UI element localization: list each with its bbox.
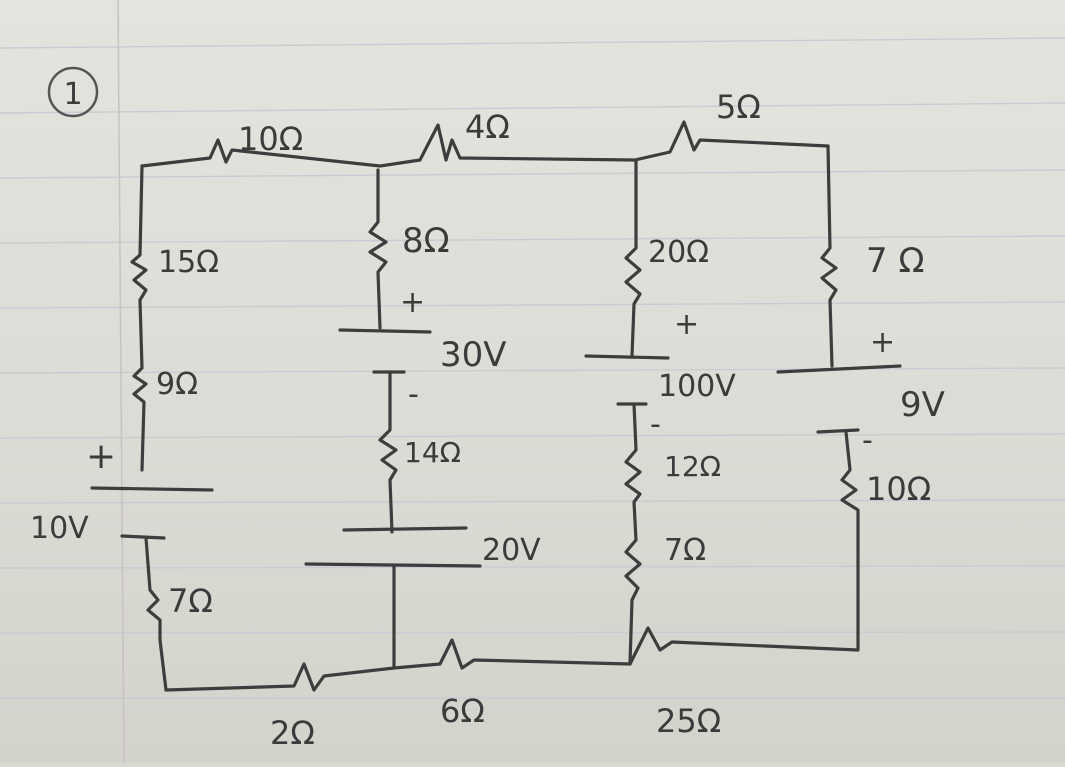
resistor-label-bottom-right: 25Ω xyxy=(656,702,721,740)
right-wire-top xyxy=(820,144,838,368)
right-wire-lower xyxy=(840,430,860,522)
resistor-label-bottom-mid: 6Ω xyxy=(440,692,485,730)
resistor-label-right-lower: 10Ω xyxy=(866,470,931,508)
resistor-label-branch2-upper: 8Ω xyxy=(402,221,450,261)
component-labels: 10Ω 4Ω 5Ω 15Ω 9Ω 7Ω 8Ω 14Ω 20Ω 12Ω 7Ω 7 … xyxy=(30,88,945,752)
left-wire-lower xyxy=(144,536,396,692)
branch2-battery2-long xyxy=(342,526,468,532)
problem-number: 1 xyxy=(63,77,82,112)
resistor-label-top-mid: 4Ω xyxy=(465,108,510,146)
branch3-battery-long xyxy=(584,354,670,360)
bottom-wire-right xyxy=(628,518,860,666)
minus-sign-right: - xyxy=(862,423,873,458)
resistor-label-branch3-lower: 7Ω xyxy=(664,533,706,568)
plus-sign-branch3: + xyxy=(674,307,699,342)
resistor-label-right-upper: 7 Ω xyxy=(866,241,924,281)
minus-sign-branch2: - xyxy=(408,377,419,412)
resistor-label-left-lower: 7Ω xyxy=(168,582,213,620)
minus-sign-branch3: - xyxy=(650,407,661,442)
branch3-wire-upper xyxy=(624,158,642,358)
branch2-wire-upper xyxy=(368,168,388,330)
plus-sign-branch2: + xyxy=(400,285,425,320)
resistor-label-top-left: 10Ω xyxy=(238,120,303,158)
left-battery-short xyxy=(120,534,166,540)
source-label-branch2-lower: 20V xyxy=(482,533,541,568)
left-battery-long xyxy=(90,486,214,492)
branch2-wire-mid xyxy=(378,370,398,534)
circuit-wires xyxy=(90,120,902,692)
resistor-label-branch3-upper: 20Ω xyxy=(648,235,709,270)
plus-sign-left: + xyxy=(86,436,116,477)
problem-number-badge: 1 xyxy=(47,66,99,118)
resistor-label-top-right: 5Ω xyxy=(716,88,761,126)
branch3-wire-lower xyxy=(624,402,642,666)
bottom-wire-mid xyxy=(392,638,632,670)
resistor-label-branch3-mid: 12Ω xyxy=(664,450,721,483)
resistor-label-left-mid: 9Ω xyxy=(156,367,198,402)
top-wire-left xyxy=(140,120,830,168)
right-battery-short xyxy=(816,428,860,434)
plus-sign-right: + xyxy=(870,325,895,360)
left-wire xyxy=(130,164,148,472)
resistor-label-bottom-left: 2Ω xyxy=(270,714,315,752)
branch2-battery-long xyxy=(338,328,432,334)
source-label-right: 9V xyxy=(900,385,945,425)
source-label-branch3: 100V xyxy=(658,369,736,404)
source-label-branch2-upper: 30V xyxy=(440,335,507,375)
source-label-left: 10V xyxy=(30,511,89,546)
resistor-label-left-upper: 15Ω xyxy=(158,245,219,280)
resistor-label-branch2-lower: 14Ω xyxy=(404,436,461,469)
right-battery-long xyxy=(776,364,902,374)
